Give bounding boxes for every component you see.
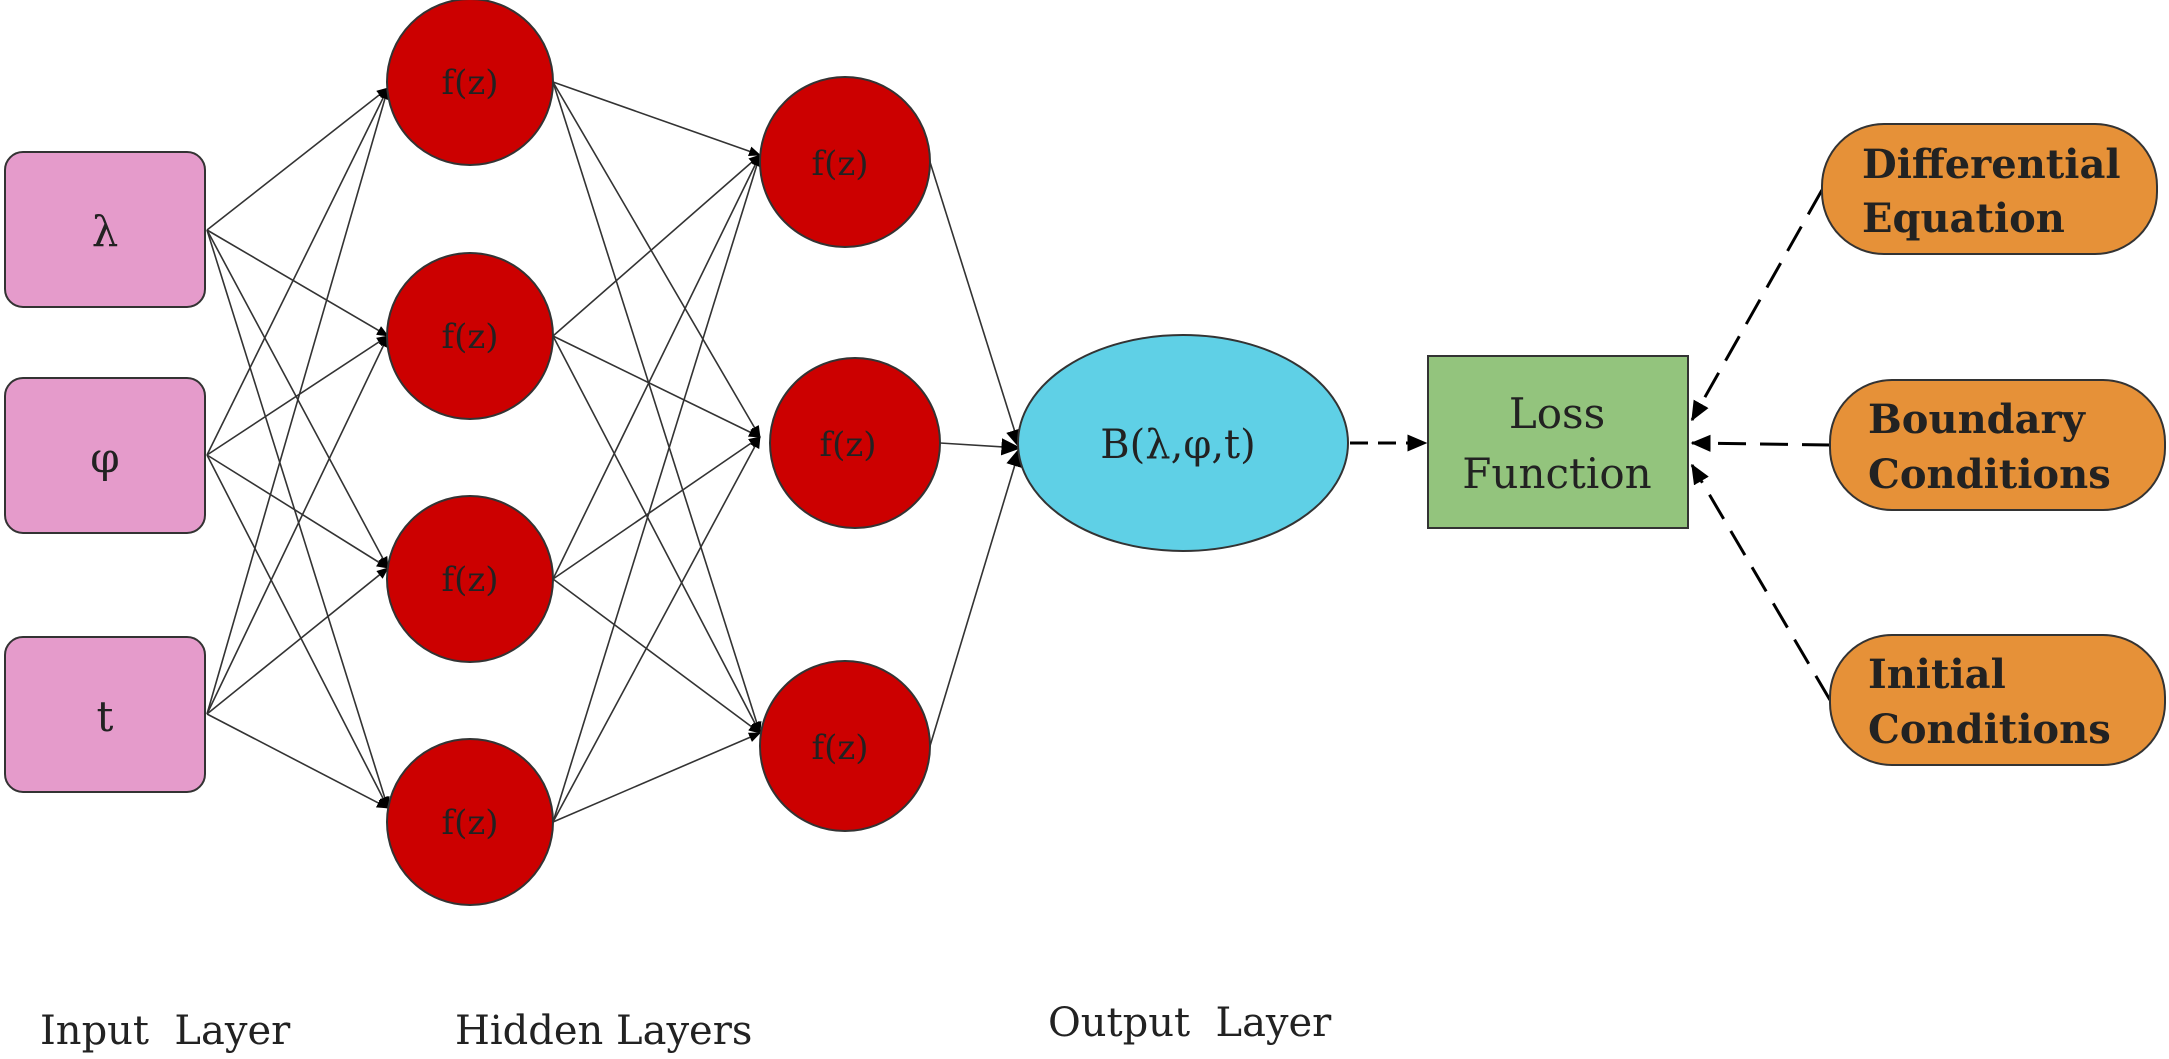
input-node-t: t <box>4 636 206 793</box>
edge-h1-0-to-h2-2 <box>552 81 762 734</box>
edge-h2-1-to-output <box>939 438 1022 456</box>
edge-input-2-to-h1-1 <box>206 335 389 715</box>
condition-label-line2: Conditions <box>1868 706 2111 753</box>
edge-input-0-to-h1-1 <box>206 229 389 337</box>
neuron-label: f(z) <box>441 803 498 843</box>
hidden-layers-caption: Hidden Layers <box>455 1008 752 1054</box>
edge-h1-2-to-h2-1 <box>552 436 761 580</box>
edge-input-0-to-h1-3 <box>206 229 390 809</box>
output-layer-caption: Output Layer <box>1048 1000 1332 1046</box>
edge-h1-3-to-h2-0 <box>552 154 762 823</box>
condition-node-differential-equation: Differential Equation <box>1821 123 2158 255</box>
input-label-phi: φ <box>90 433 119 482</box>
edge-input-2-to-h1-2 <box>206 567 389 715</box>
edge-input-0-to-h1-0 <box>206 87 389 231</box>
condition-label-line2: Conditions <box>1868 451 2111 498</box>
input-layer-caption: Input Layer <box>40 1008 291 1054</box>
input-label-lambda: λ <box>92 207 119 256</box>
hidden1-neuron-4: f(z) <box>386 738 554 906</box>
edge-input-2-to-h1-3 <box>206 713 389 809</box>
hidden1-neuron-2: f(z) <box>386 252 554 420</box>
neuron-label: f(z) <box>441 63 498 103</box>
hidden2-neuron-1: f(z) <box>759 76 931 248</box>
edge-input-1-to-h1-1 <box>206 335 389 456</box>
hidden2-neuron-2: f(z) <box>769 357 941 529</box>
edge-input-1-to-h1-3 <box>206 454 389 809</box>
neuron-label: f(z) <box>811 144 868 184</box>
edge-h1-3-to-h2-1 <box>552 436 761 823</box>
edge-initial-to-loss <box>1690 463 1832 701</box>
loss-label-line2: Function <box>1462 449 1651 498</box>
output-node: B(λ,φ,t) <box>1017 334 1349 552</box>
output-label: B(λ,φ,t) <box>1100 422 1255 468</box>
edge-h2-2-to-output <box>929 446 1023 747</box>
edge-input-1-to-h1-2 <box>206 454 389 569</box>
edge-h1-2-to-h2-2 <box>552 578 761 734</box>
edge-h1-1-to-h2-1 <box>552 335 761 438</box>
loss-function-node: Loss Function <box>1427 355 1689 529</box>
loss-label-line1: Loss <box>1509 389 1605 438</box>
edge-input-1-to-h1-0 <box>206 87 389 456</box>
neuron-label: f(z) <box>441 560 498 600</box>
edge-h1-3-to-h2-2 <box>552 732 761 823</box>
hidden1-neuron-1: f(z) <box>386 0 554 166</box>
condition-label-line1: Boundary <box>1868 396 2087 443</box>
edge-h2-0-to-output <box>929 161 1023 450</box>
loss-connection-lines <box>1350 189 1832 701</box>
edge-h1-1-to-h2-0 <box>552 154 761 337</box>
edge-input-2-to-h1-0 <box>206 87 390 715</box>
connection-lines <box>206 81 1023 823</box>
condition-node-boundary-conditions: Boundary Conditions <box>1829 379 2166 511</box>
condition-node-initial-conditions: Initial Conditions <box>1829 634 2166 766</box>
neuron-label: f(z) <box>441 317 498 357</box>
edge-h1-2-to-h2-0 <box>552 154 761 580</box>
edge-h1-0-to-h2-1 <box>552 81 761 438</box>
edge-h1-0-to-h2-0 <box>552 81 761 157</box>
edge-boundary-to-loss <box>1690 434 1831 452</box>
edge-h1-1-to-h2-2 <box>552 335 761 734</box>
edge-differential-to-loss <box>1690 189 1824 422</box>
condition-label-line1: Differential <box>1862 141 2121 188</box>
input-node-phi: φ <box>4 377 206 534</box>
neuron-label: f(z) <box>811 728 868 768</box>
condition-label-line2: Equation <box>1862 195 2065 242</box>
input-node-lambda: λ <box>4 151 206 308</box>
input-label-t: t <box>97 692 114 741</box>
neuron-label: f(z) <box>819 425 876 465</box>
condition-label-line1: Initial <box>1868 651 2006 698</box>
hidden2-neuron-3: f(z) <box>759 660 931 832</box>
hidden1-neuron-3: f(z) <box>386 495 554 663</box>
